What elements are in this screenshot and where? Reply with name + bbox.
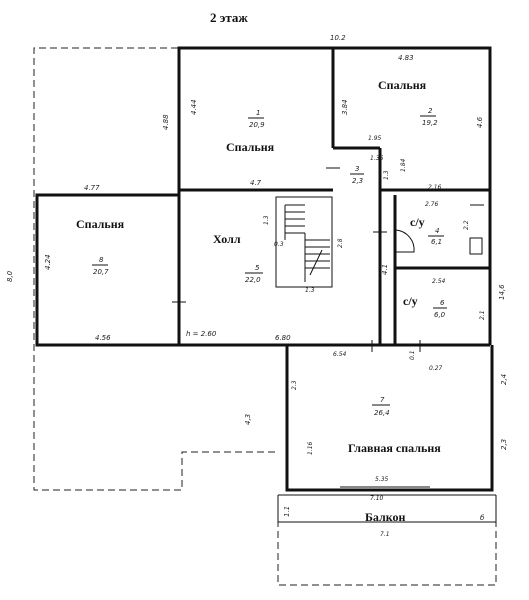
dimension-label: 4.24 bbox=[44, 254, 52, 270]
dimension-label: 2,4 bbox=[500, 374, 508, 385]
walls bbox=[35, 46, 497, 523]
room-number-5: 5 bbox=[255, 264, 260, 272]
openings bbox=[37, 80, 484, 492]
dimension-label: 2.3 bbox=[291, 380, 298, 390]
dimension-label: 2.2 bbox=[463, 220, 470, 230]
dimension-labels: 10.2 4.83 4.88 4.44 3.84 4.6 1.95 1.36 1… bbox=[6, 34, 508, 538]
dimension-label: 1.84 bbox=[400, 158, 407, 172]
dimension-label: 2.8 bbox=[337, 238, 344, 248]
dimension-label: 4.83 bbox=[398, 54, 414, 62]
dimension-label: h = 2.60 bbox=[186, 330, 217, 338]
dimension-label: 2.16 bbox=[428, 184, 442, 191]
room-number-6: 6 bbox=[440, 299, 445, 307]
dashed-outlines bbox=[33, 47, 497, 586]
room-area-5: 22,0 bbox=[245, 276, 261, 284]
dimension-label: 8,0 bbox=[6, 270, 14, 282]
room-number-4: 4 bbox=[435, 227, 439, 235]
dimension-label: 7.1 bbox=[380, 531, 390, 538]
dimension-label: 2,3 bbox=[500, 439, 508, 450]
room-name-hall: Холл bbox=[213, 232, 241, 246]
room-name-bedroom8: Спальня bbox=[76, 217, 125, 231]
dimension-label: 1.16 bbox=[307, 441, 314, 455]
room-number-3: 3 bbox=[355, 165, 359, 173]
room-name-wc4: с/у bbox=[410, 215, 425, 229]
dimension-label: 4,3 bbox=[244, 414, 252, 425]
dimension-label: 0.3 bbox=[274, 241, 284, 248]
room-labels: 1 20,9 2 19,2 3 2,3 4 6,1 5 22,0 6 6,0 7… bbox=[92, 107, 447, 417]
dimension-label: 5.35 bbox=[375, 476, 389, 483]
dimension-label: 3.84 bbox=[341, 99, 349, 115]
room-name-wc6: с/у bbox=[403, 294, 418, 308]
room-number-1: 1 bbox=[256, 109, 260, 117]
dimension-label: 2.76 bbox=[425, 201, 439, 208]
dimension-label: 1.3 bbox=[383, 170, 390, 180]
dimension-label: 10.2 bbox=[330, 34, 346, 42]
room-name-master: Главная спальня bbox=[348, 441, 441, 455]
dimension-label: 2.1 bbox=[479, 310, 486, 320]
dimension-label: 4.77 bbox=[84, 184, 100, 192]
dimension-label: 1.36 bbox=[370, 155, 384, 162]
dimension-label: 1.3 bbox=[263, 215, 270, 225]
room-area-8: 20,7 bbox=[93, 268, 109, 276]
dimension-label: 6.80 bbox=[275, 334, 291, 342]
dimension-label: 4.1 bbox=[381, 264, 389, 275]
dimension-label: 4.6 bbox=[476, 116, 484, 128]
room-area-2: 19,2 bbox=[422, 119, 438, 127]
dimension-label: 0.27 bbox=[429, 365, 443, 372]
room-name-balcony: Балкон bbox=[365, 510, 406, 524]
dimension-label: 1.1 bbox=[283, 506, 291, 517]
dimension-label: 14,6 bbox=[498, 284, 506, 300]
room-number-2: 2 bbox=[428, 107, 433, 115]
dimension-label: 4.7 bbox=[250, 179, 262, 187]
room-area-4: 6,1 bbox=[431, 238, 442, 246]
dimension-label: 1.3 bbox=[305, 287, 315, 294]
room-name-bedroom2: Спальня bbox=[378, 78, 427, 92]
dimension-label: 7.10 bbox=[370, 495, 384, 502]
dimension-label: 6.54 bbox=[333, 351, 347, 358]
dimension-label: 4.44 bbox=[190, 99, 198, 115]
dimension-label: 4.56 bbox=[95, 334, 111, 342]
dimension-label: 0.1 bbox=[409, 350, 416, 360]
dimension-label: 4.88 bbox=[162, 114, 170, 130]
plan-title: 2 этаж bbox=[210, 10, 248, 25]
room-area-6: 6,0 bbox=[434, 311, 446, 319]
room-number-8: 8 bbox=[99, 256, 104, 264]
room-area-7: 26,4 bbox=[374, 409, 390, 417]
room-name-bedroom1: Спальня bbox=[226, 140, 275, 154]
dimension-label: б bbox=[480, 514, 485, 522]
dimension-label: 2.54 bbox=[432, 278, 446, 285]
room-area-3: 2,3 bbox=[352, 177, 363, 185]
staircase bbox=[275, 196, 333, 288]
room-number-7: 7 bbox=[380, 396, 385, 404]
dimension-label: 1.95 bbox=[368, 135, 382, 142]
room-area-1: 20,9 bbox=[249, 121, 265, 129]
